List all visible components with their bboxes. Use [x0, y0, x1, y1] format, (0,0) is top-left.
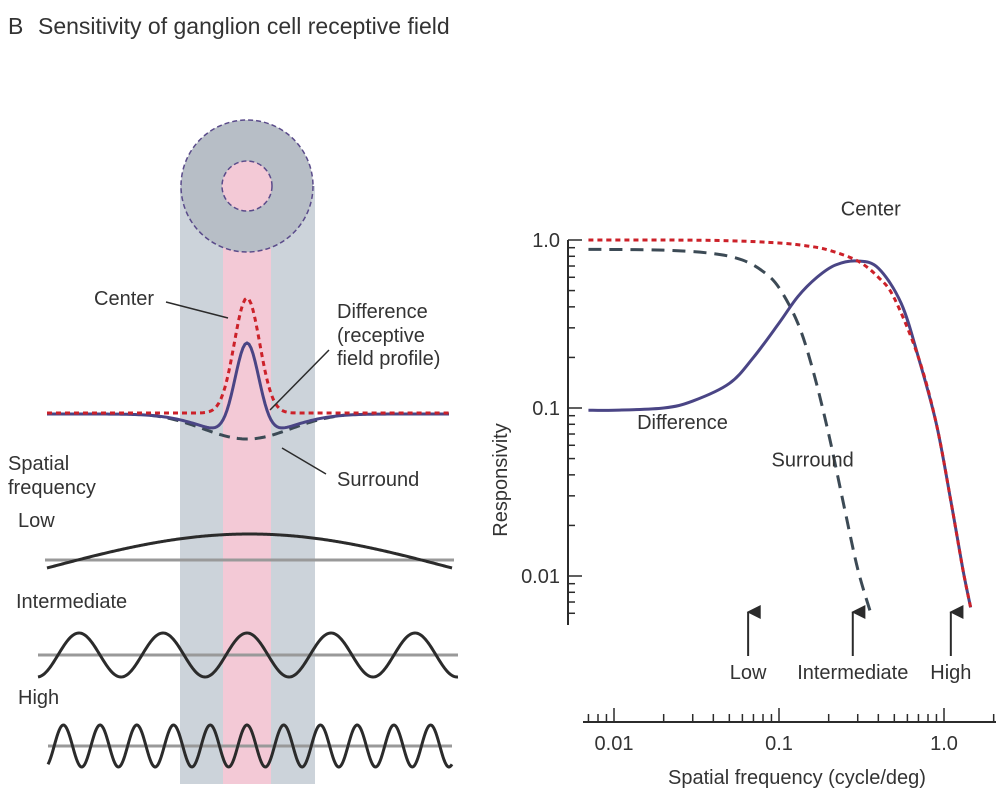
- responsivity-chart: 0.01 0.1 1.0 0.01 0.1 1.0 CenterDifferenceSu…: [490, 198, 996, 789]
- surround-leader-line: [281, 447, 327, 475]
- panel-letter: B: [8, 13, 23, 39]
- y-tick-label: 1.0: [532, 230, 560, 252]
- center-profile-curve: [47, 296, 449, 415]
- center-leader-line: [165, 301, 229, 319]
- left-difference-label: Difference: [337, 301, 428, 323]
- series-center-line: [588, 238, 973, 608]
- series-layer: [588, 238, 973, 614]
- difference-leader-line: [269, 349, 330, 411]
- y-axis: 0.01 0.1 1.0: [521, 230, 582, 625]
- y-tick-label: 0.01: [521, 566, 560, 588]
- left-difference-label-2: (receptive: [337, 325, 425, 347]
- grating-intermediate-label: Intermediate: [16, 591, 127, 613]
- x-axis-label: Spatial frequency (cycle/deg): [668, 767, 926, 789]
- receptive-field-diagram: Center Difference (receptive field profi…: [8, 119, 459, 784]
- grating-intermediate-wave: [37, 631, 459, 679]
- y-axis-label: Responsivity: [490, 423, 512, 536]
- center-band: [223, 186, 271, 784]
- frequency-marker-layer: Low Intermediate High: [730, 605, 971, 684]
- series-annotation: Center: [841, 198, 901, 220]
- spatial-frequency-label: Spatial: [8, 453, 69, 475]
- frequency-marker-label: Intermediate: [797, 662, 908, 684]
- series-annotation: Surround: [772, 449, 854, 471]
- frequency-marker-label: High: [930, 662, 971, 684]
- series-surround-line: [588, 247, 873, 614]
- x-tick-label: 1.0: [930, 733, 958, 755]
- x-axis: 0.01 0.1 1.0: [583, 708, 996, 755]
- grating-low-wave: [46, 532, 453, 570]
- left-center-label: Center: [94, 288, 154, 310]
- grating-high-label: High: [18, 687, 59, 709]
- center-disc: [221, 160, 273, 212]
- grating-low-label: Low: [18, 510, 55, 532]
- frequency-marker-label: Low: [730, 662, 767, 684]
- series-difference-line: [588, 259, 973, 608]
- left-surround-label: Surround: [337, 469, 419, 491]
- spatial-frequency-label-2: frequency: [8, 477, 96, 499]
- series-annotation: Difference: [637, 412, 728, 434]
- left-difference-label-3: field profile): [337, 348, 440, 370]
- x-tick-label: 0.01: [595, 733, 634, 755]
- grating-high-wave: [46, 723, 454, 769]
- x-tick-label: 0.1: [765, 733, 793, 755]
- y-tick-label: 0.1: [532, 398, 560, 420]
- figure-title: Sensitivity of ganglion cell receptive f…: [38, 13, 450, 39]
